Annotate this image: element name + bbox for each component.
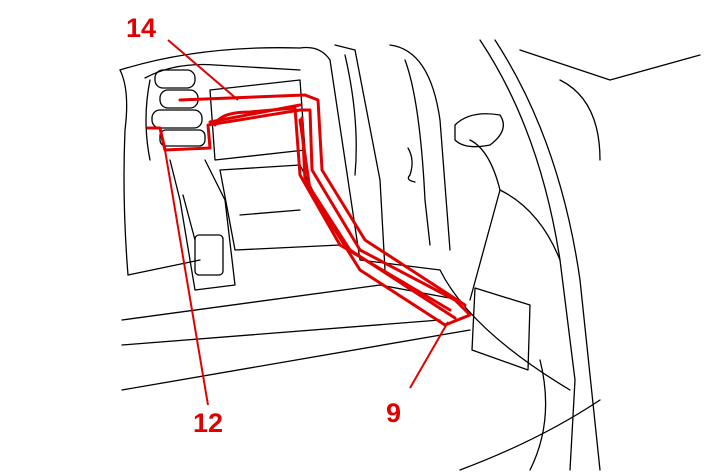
callout-label-12: 12 <box>193 408 224 438</box>
highlighted-trim-panel <box>146 93 472 327</box>
callout-label-9: 9 <box>386 398 402 428</box>
leader-line-14 <box>167 39 239 101</box>
dashboard-outline <box>119 47 341 291</box>
door-and-pillar-outline <box>334 39 701 471</box>
leader-line-9 <box>409 321 449 389</box>
floor-sill-outline <box>121 46 471 391</box>
leader-lines <box>164 39 449 406</box>
leader-line-12 <box>164 149 209 406</box>
callout-label-14: 14 <box>126 13 157 43</box>
